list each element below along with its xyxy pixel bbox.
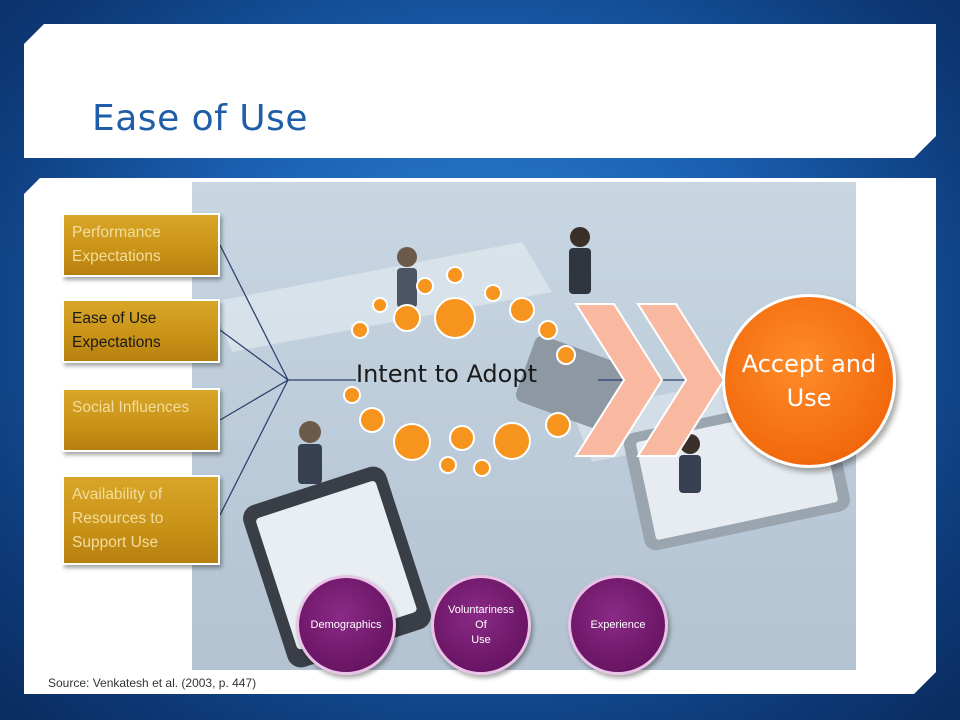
person-body [397,268,417,308]
factor-label-ease-of-use: Ease of Use Expectations [72,310,161,351]
intent-to-adopt-label: Intent to Adopt [356,360,537,388]
person-head-3 [299,421,321,443]
person-head [397,247,417,267]
moderator-demographics: Demographics [296,575,396,675]
slide-title: Ease of Use [92,98,309,139]
accept-and-use-circle: Accept and Use [722,294,896,468]
source-citation: Source: Venkatesh et al. (2003, p. 447) [48,676,257,690]
person-body-4 [679,455,701,493]
accept-and-use-label: Accept and Use [741,350,877,412]
moderator-experience: Experience [568,575,668,675]
moderator-label-demographics: Demographics [310,618,382,631]
factor-label-performance: Performance Expectations [72,224,161,265]
person-head-2 [570,227,590,247]
moderator-label-experience: Experience [590,618,646,631]
person-head-4 [680,434,700,454]
person-body-3 [298,444,322,484]
factor-label-social: Social Influences [72,399,190,416]
factor-label-resources: Availability of Resources to Support Use [72,486,164,551]
title-panel [24,24,936,158]
moderator-voluntariness: Voluntariness Of Use [431,575,531,675]
paper-plane-shape [212,242,552,352]
moderator-label-voluntariness: Voluntariness Of Use [447,603,515,646]
factor-box-ease-of-use: Ease of Use Expectations [62,299,220,363]
factor-box-resources: Availability of Resources to Support Use [62,475,220,565]
person-body-2 [569,248,591,294]
factor-box-social: Social Influences [62,388,220,452]
factor-box-performance: Performance Expectations [62,213,220,277]
